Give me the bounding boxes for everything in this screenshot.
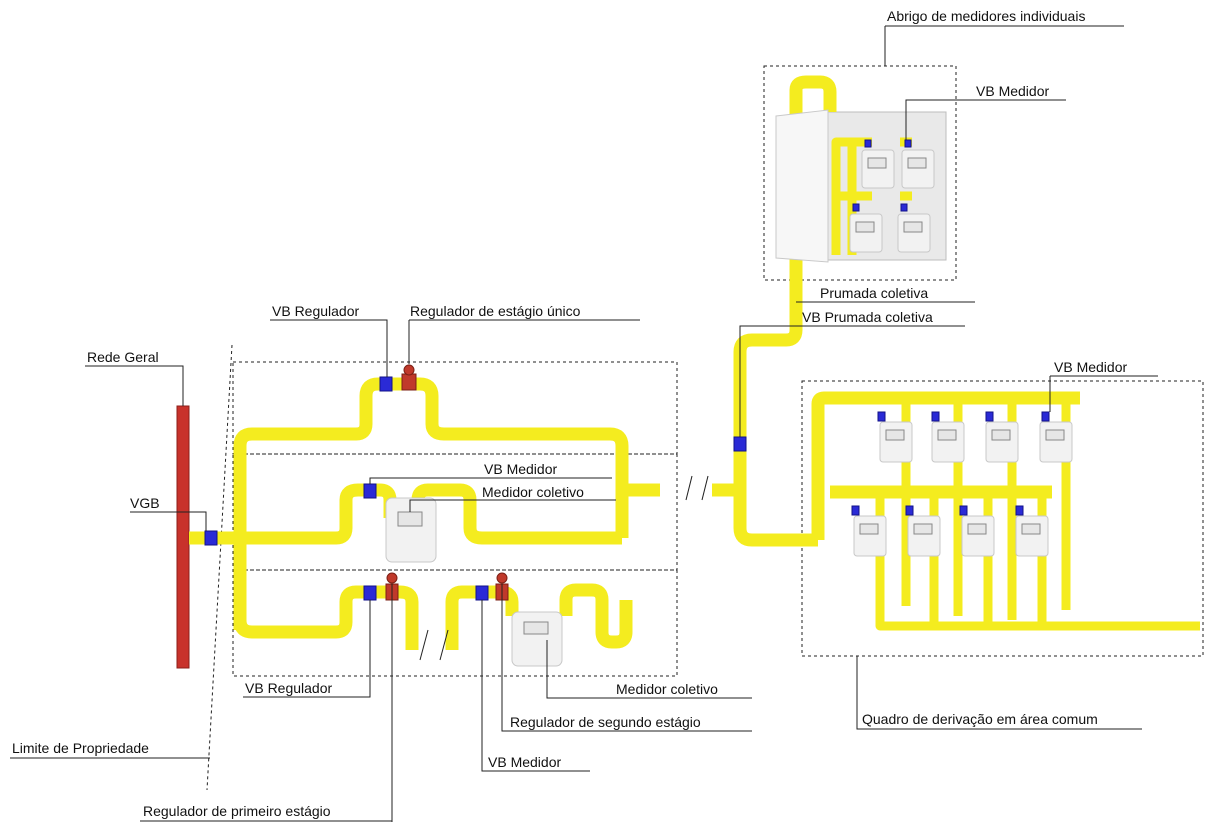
label-prumada-coletiva: Prumada coletiva bbox=[820, 285, 928, 301]
meter bbox=[880, 422, 912, 462]
meter-display bbox=[968, 524, 986, 534]
valve-icon bbox=[878, 412, 885, 421]
cabinet-door bbox=[776, 110, 828, 262]
meter-display bbox=[1046, 430, 1064, 440]
meter-display bbox=[860, 524, 878, 534]
meter bbox=[850, 214, 882, 252]
meter bbox=[898, 214, 930, 252]
valve-icon bbox=[1016, 506, 1023, 515]
valve-icon bbox=[364, 586, 376, 600]
bottom-branch-pipe-1 bbox=[240, 592, 412, 650]
label-regulador-estagio-unico: Regulador de estágio único bbox=[410, 303, 581, 319]
meter-display bbox=[1022, 524, 1040, 534]
bottom-branch-pipe-3 bbox=[566, 590, 626, 642]
meter bbox=[854, 516, 886, 556]
valve-icon bbox=[901, 204, 907, 211]
meter bbox=[986, 422, 1018, 462]
valve-icon bbox=[380, 377, 392, 391]
label-abrigo: Abrigo de medidores individuais bbox=[887, 8, 1085, 24]
meter-display bbox=[914, 524, 932, 534]
regulator-icon bbox=[402, 364, 416, 390]
label-vb-medidor-bottom: VB Medidor bbox=[488, 754, 561, 770]
vgb-valve-icon bbox=[205, 531, 217, 545]
meter-display bbox=[992, 430, 1010, 440]
label-rede-geral: Rede Geral bbox=[87, 349, 159, 365]
riser-pipe bbox=[712, 268, 796, 490]
valve-icon bbox=[986, 412, 993, 421]
collective-meter-icon bbox=[386, 498, 436, 562]
valve-icon bbox=[734, 437, 746, 451]
valve-icon bbox=[364, 484, 376, 498]
label-regulador-primeiro-estagio: Regulador de primeiro estágio bbox=[143, 803, 331, 819]
meter bbox=[1040, 422, 1072, 462]
meter-box-middle bbox=[233, 454, 677, 570]
label-vb-regulador-top: VB Regulador bbox=[272, 303, 360, 319]
valve-icon bbox=[852, 506, 859, 515]
break-mark bbox=[702, 476, 708, 500]
label-vgb: VGB bbox=[130, 495, 160, 511]
valve-icon bbox=[853, 204, 859, 211]
label-quadro-derivacao: Quadro de derivação em área comum bbox=[862, 711, 1098, 727]
label-vb-medidor-right: VB Medidor bbox=[1054, 359, 1127, 375]
valve-icon bbox=[905, 140, 911, 147]
meter-display bbox=[938, 430, 956, 440]
meter-display bbox=[868, 158, 886, 168]
meter bbox=[902, 150, 934, 188]
meter-display bbox=[908, 158, 926, 168]
meter bbox=[932, 422, 964, 462]
valve-icon bbox=[932, 412, 939, 421]
riser-to-board-pipe bbox=[740, 490, 818, 540]
break-mark bbox=[420, 630, 428, 660]
valve-icon bbox=[906, 506, 913, 515]
label-limite-propriedade: Limite de Propriedade bbox=[12, 740, 149, 756]
valve-icon bbox=[1042, 412, 1049, 421]
label-medidor-coletivo-bottom: Medidor coletivo bbox=[616, 681, 718, 697]
label-vb-medidor-top: VB Medidor bbox=[976, 83, 1049, 99]
meter-display bbox=[904, 222, 922, 232]
label-vb-regulador-bottom: VB Regulador bbox=[245, 680, 333, 696]
label-regulador-segundo-estagio: Regulador de segundo estágio bbox=[510, 714, 701, 730]
collective-meter-icon bbox=[512, 612, 562, 666]
valve-icon bbox=[476, 586, 488, 600]
meter-display bbox=[856, 222, 874, 232]
meter bbox=[862, 150, 894, 188]
label-vb-prumada-coletiva: VB Prumada coletiva bbox=[802, 309, 933, 325]
meter-display bbox=[886, 430, 904, 440]
valve-icon bbox=[865, 140, 871, 147]
valve-icon bbox=[960, 506, 967, 515]
break-mark bbox=[686, 476, 692, 500]
main-network-pipe bbox=[177, 406, 189, 668]
property-limit-line bbox=[207, 345, 232, 790]
label-vb-medidor-mid: VB Medidor bbox=[484, 461, 557, 477]
label-medidor-coletivo-mid: Medidor coletivo bbox=[482, 484, 584, 500]
meter bbox=[1016, 516, 1048, 556]
meter bbox=[962, 516, 994, 556]
meter bbox=[908, 516, 940, 556]
